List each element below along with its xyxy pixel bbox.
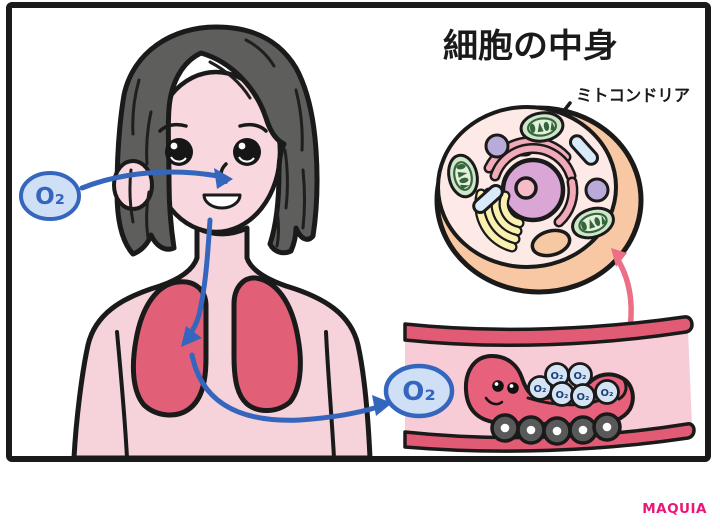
- left-lung: [130, 279, 209, 418]
- cell-diagram-title: 細胞の中身: [443, 26, 618, 65]
- endoplasmic-reticulum: [483, 136, 579, 228]
- svg-text:O₂: O₂: [574, 371, 587, 382]
- svg-text:O₂: O₂: [35, 184, 65, 210]
- left-eye: [165, 138, 193, 166]
- vesicle-purple-top: [484, 133, 510, 159]
- svg-text:O₂: O₂: [402, 377, 436, 407]
- right-lung: [231, 275, 303, 413]
- right-arm-line: [324, 330, 336, 460]
- hair-strand-lines: [128, 38, 306, 248]
- organelle-orange-oval: [530, 228, 572, 258]
- rbc-body: [463, 354, 635, 427]
- o2-badge-vessel: O₂: [383, 363, 455, 419]
- mouth: [202, 193, 242, 210]
- o2-bubbles: O₂ O₂ O₂ O₂ O₂: [527, 362, 620, 409]
- arrow-to-blood: [189, 352, 381, 423]
- oxygen-flow: O₂ O₂: [19, 168, 455, 423]
- woman-face-features: [158, 122, 268, 210]
- left-eyebrow: [158, 122, 188, 133]
- rbc-curl-line: [617, 378, 628, 401]
- panel-frame: [6, 2, 711, 462]
- nucleolus: [514, 176, 538, 200]
- blood-vessel: O₂ O₂ O₂ O₂ O₂: [403, 315, 696, 453]
- arrowhead-blood: [372, 395, 392, 416]
- left-arm-line: [115, 330, 129, 460]
- right-eye: [233, 138, 261, 166]
- vessel-wall-top: [403, 315, 694, 348]
- arrowhead-nose: [214, 168, 233, 189]
- organelle-blue-rod-right: [568, 134, 600, 166]
- rbc-face: [484, 380, 519, 406]
- o2-bubble: O₂: [567, 362, 593, 388]
- arrowhead-lungs: [181, 326, 202, 347]
- o2-bubble: O₂: [570, 383, 596, 409]
- pink-arrowhead: [611, 248, 627, 267]
- organelle-blue-rod-left: [472, 183, 504, 215]
- right-eyebrow: [238, 122, 268, 133]
- arrow-o2-to-nose: [79, 169, 221, 191]
- mitochondria-label: ミトコンドリア: [576, 86, 690, 105]
- woman-hair: [114, 24, 320, 257]
- o2-bubble: O₂: [594, 379, 620, 405]
- woman-figure: [71, 24, 373, 461]
- o2-badge-nose: O₂: [19, 171, 81, 221]
- o2-bubble: O₂: [549, 381, 575, 407]
- vesicle-purple-right: [584, 177, 610, 203]
- rbc-wheels: [490, 412, 622, 446]
- svg-text:O₂: O₂: [601, 388, 614, 399]
- brand-logo: MAQUIA: [642, 501, 707, 517]
- svg-text:O₂: O₂: [577, 392, 590, 403]
- red-blood-cell-character: O₂ O₂ O₂ O₂ O₂: [463, 354, 635, 446]
- cell-diagram: [434, 105, 644, 295]
- svg-text:O₂: O₂: [556, 390, 569, 401]
- svg-text:O₂: O₂: [534, 384, 547, 395]
- svg-text:O₂: O₂: [551, 371, 564, 382]
